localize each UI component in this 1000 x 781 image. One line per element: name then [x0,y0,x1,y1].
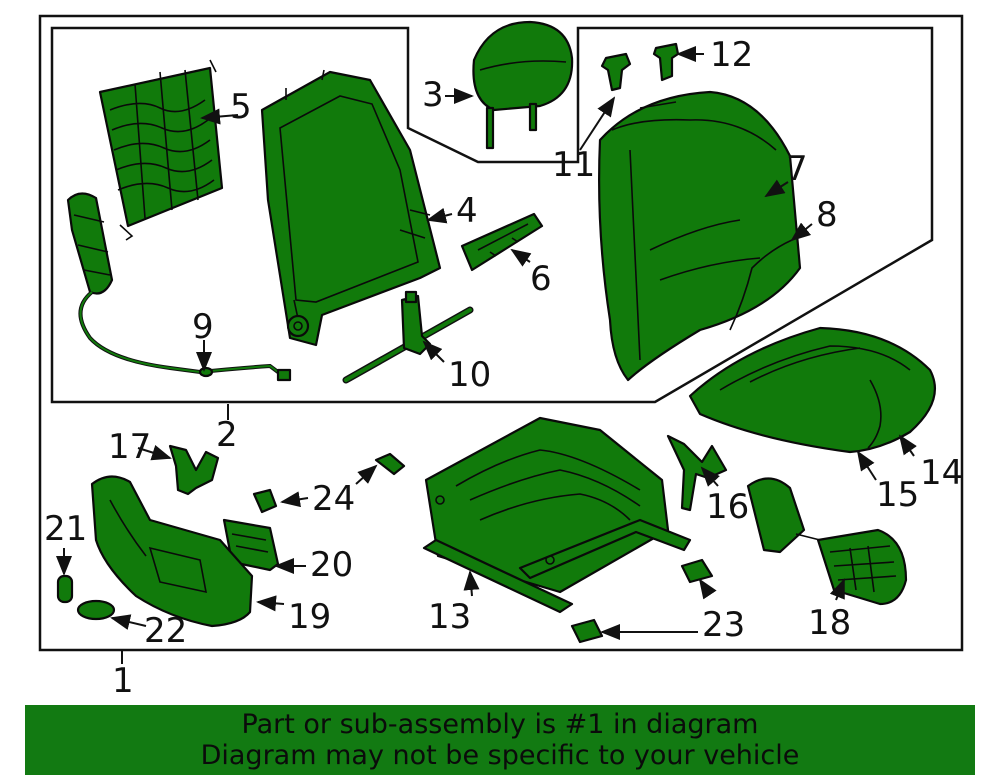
callout-21: 21 [44,509,87,549]
callout-16: 16 [706,487,749,527]
callout-2: 2 [216,415,238,455]
callout-18: 18 [808,603,851,643]
notice-banner: Part or sub-assembly is #1 in diagram Di… [25,705,975,775]
part-10-recliner-rod[interactable] [342,290,474,384]
callout-7: 7 [786,149,808,189]
callout-labels: 1 2 3 4 5 6 7 8 9 10 11 12 13 14 15 16 1… [44,35,963,700]
callout-4: 4 [456,191,478,231]
part-22-knob[interactable] [76,599,116,621]
parts-diagram: 1 2 3 4 5 6 7 8 9 10 11 12 13 14 15 16 1… [38,14,964,700]
callout-3: 3 [422,75,444,115]
part-11-clip[interactable] [600,52,632,92]
leader-lines [56,46,917,664]
callout-17: 17 [108,427,151,467]
callout-23: 23 [702,605,745,645]
callout-5: 5 [230,87,252,127]
callout-22: 22 [144,611,187,651]
callout-6: 6 [530,259,552,299]
part-7-seatback-cushion[interactable] [598,90,802,382]
callout-1: 1 [112,661,134,700]
part-23-cap[interactable] [570,558,714,644]
callout-12: 12 [710,35,753,75]
part-5-spring-mat[interactable] [98,59,224,241]
callout-8: 8 [816,195,838,235]
callout-20: 20 [310,545,353,585]
part-13-seat-frame[interactable] [422,416,692,614]
assembly-frame [38,14,964,652]
part-9-lumbar-harness[interactable] [66,192,292,382]
part-21-knob[interactable] [56,574,74,604]
part-24-clip[interactable] [252,452,406,514]
callout-19: 19 [288,597,331,637]
part-14-seat-cushion[interactable] [688,326,936,454]
callout-11: 11 [552,145,595,185]
part-19-side-shield[interactable] [90,475,254,628]
banner-line-2: Diagram may not be specific to your vehi… [200,740,800,771]
part-3-headrest[interactable] [472,20,574,150]
callout-10: 10 [448,355,491,395]
part-6-bracket[interactable] [460,212,544,272]
part-12-clip[interactable] [652,42,680,82]
callout-9: 9 [192,307,214,347]
part-17-bracket[interactable] [168,444,220,496]
callout-14: 14 [920,453,963,493]
callout-13: 13 [428,597,471,637]
callout-24: 24 [312,479,355,519]
callout-15: 15 [876,475,919,515]
banner-line-1: Part or sub-assembly is #1 in diagram [241,709,759,740]
subassembly-frame [50,26,934,404]
part-4-seatback-frame[interactable] [260,69,442,347]
